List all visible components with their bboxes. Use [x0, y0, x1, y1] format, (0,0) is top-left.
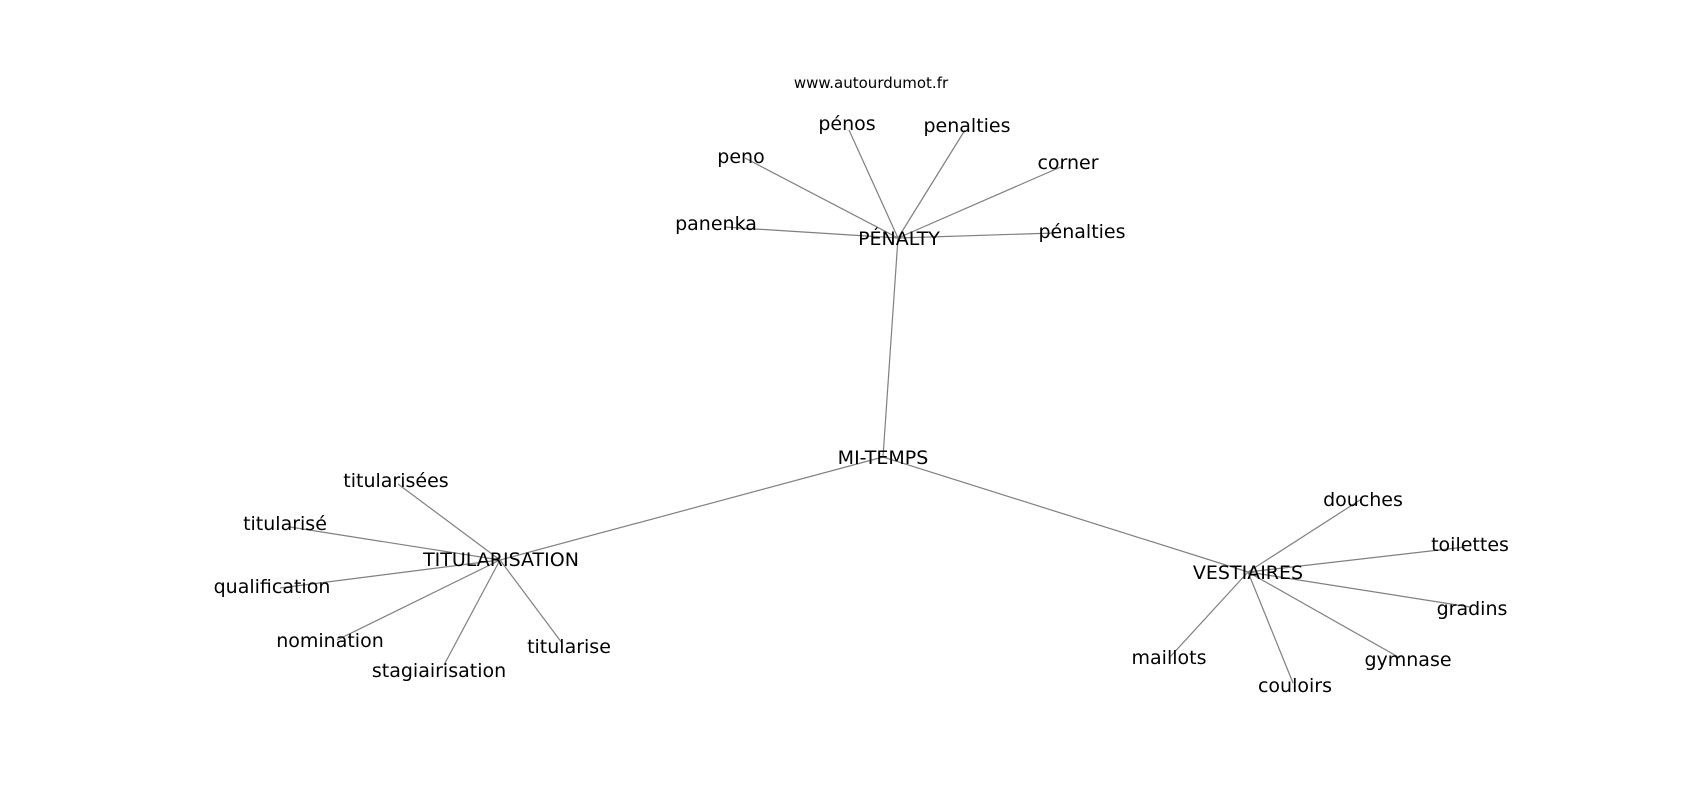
edge-penalty-penos: [848, 129, 899, 239]
word-label-corner[interactable]: corner: [1037, 152, 1098, 174]
word-label-titularise-accent[interactable]: titularisé: [243, 513, 327, 535]
word-label-gymnase[interactable]: gymnase: [1364, 649, 1451, 671]
edge-penalty-penalties-accent: [897, 232, 1056, 239]
edge-vestiaires-gradins: [1247, 571, 1471, 608]
center-node-label[interactable]: MI-TEMPS: [838, 447, 929, 469]
edge-titularisation-titularise: [499, 559, 563, 644]
word-label-penalties[interactable]: penalties: [923, 115, 1010, 137]
edge-vestiaires-couloirs: [1247, 571, 1294, 684]
word-label-couloirs[interactable]: couloirs: [1258, 675, 1332, 697]
site-watermark[interactable]: www.autourdumot.fr: [794, 74, 949, 92]
edge-titularisation-nomination: [336, 559, 501, 641]
hub-label-titularisation[interactable]: TITULARISATION: [422, 549, 579, 571]
edge-penalty-panenka: [723, 226, 899, 239]
edge-vestiaires-douches: [1247, 499, 1361, 573]
word-label-qualification[interactable]: qualification: [214, 576, 331, 598]
word-label-panenka[interactable]: panenka: [675, 213, 757, 235]
edge-titularisation-stagiairisation: [443, 559, 501, 666]
word-label-penalties-accent[interactable]: pénalties: [1038, 221, 1125, 243]
word-label-maillots[interactable]: maillots: [1132, 647, 1207, 669]
edge-center-vestiaires: [882, 456, 1249, 573]
edge-titularisation-titularise-accent: [289, 526, 501, 561]
word-label-titularise[interactable]: titularise: [527, 636, 611, 658]
graph-labels: www.autourdumot.fr MI-TEMPS PÉNALTY peno…: [214, 74, 1509, 697]
word-label-toilettes[interactable]: toilettes: [1431, 534, 1509, 556]
graph-edges: [279, 129, 1471, 684]
hub-label-penalty[interactable]: PÉNALTY: [858, 227, 940, 250]
word-label-penos[interactable]: pénos: [818, 113, 875, 135]
word-label-nomination[interactable]: nomination: [276, 630, 384, 652]
hub-label-vestiaires[interactable]: VESTIAIRES: [1193, 562, 1303, 584]
word-label-douches[interactable]: douches: [1323, 489, 1403, 511]
word-label-peno[interactable]: peno: [717, 146, 764, 168]
edge-vestiaires-toilettes: [1247, 546, 1466, 573]
edge-penalty-corner: [897, 165, 1064, 239]
word-label-stagiairisation[interactable]: stagiairisation: [372, 660, 506, 682]
edge-center-penalty: [882, 237, 899, 458]
word-label-gradins[interactable]: gradins: [1437, 598, 1508, 620]
edge-penalty-penalties: [897, 129, 966, 239]
word-label-titularisees[interactable]: titularisées: [343, 470, 448, 492]
edge-vestiaires-gymnase: [1247, 571, 1401, 659]
edge-titularisation-qualification: [279, 559, 501, 589]
edge-penalty-peno: [744, 157, 899, 239]
edge-titularisation-titularisees: [397, 483, 501, 561]
edge-center-titularisation: [499, 456, 884, 561]
edge-vestiaires-maillots: [1169, 571, 1249, 658]
